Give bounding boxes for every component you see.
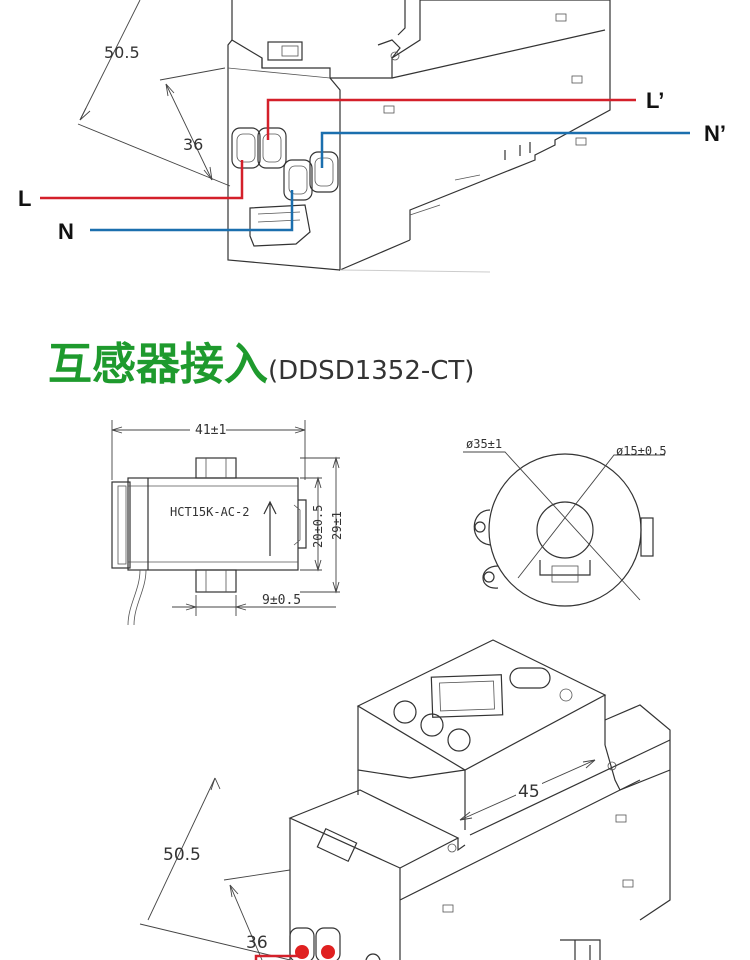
dim-45-label: 45 [518,782,540,802]
wire-label-N: N [58,219,74,244]
wiring [40,98,690,232]
heading-title: 互感器接入 [48,339,268,390]
ct-model-label: HCT15K-AC-2 [170,505,249,519]
top-meter-drawing: 50.5 36 L N L’ N’ [18,0,726,273]
wire-L [40,160,244,200]
bottom-meter-drawing: 45 50.5 36 [139,639,671,960]
heading-model: (DDSD1352-CT) [268,356,475,386]
dim-50-5-top: 50.5 [77,0,231,187]
outer-diameter-label: ø35±1 [466,437,502,451]
wire-N-out [320,131,690,168]
ct-front-view: ø35±1 ø15±0.5 [463,437,667,607]
dim-36-label: 36 [183,135,203,154]
wire-label-L-out: L’ [646,88,664,113]
section-heading: 互感器接入(DDSD1352-CT) [48,328,474,392]
inner-diameter-label: ø15±0.5 [616,444,667,458]
terminal-dot-2 [321,945,335,959]
dim-offset-label: 9±0.5 [262,593,301,608]
dim-36-bottom-label: 36 [246,933,268,953]
dim-outer-height-label: 29±1 [330,511,344,540]
ct-side-view: 41±1 HCT15K-AC-2 20±0.5 29±1 9±0.5 [111,420,344,626]
wire-label-L: L [18,186,31,211]
wire-L-out [266,98,636,140]
dim-width-label: 41±1 [195,423,226,438]
dim-50-5-bottom-label: 50.5 [163,845,201,865]
dim-50-5-label: 50.5 [104,43,140,62]
wire-label-N-out: N’ [704,121,726,146]
dim-inner-height-label: 20±0.5 [311,505,325,548]
dim-36-top: 36 [159,67,226,181]
terminal-blocks [231,127,339,201]
wire-N [90,190,294,232]
